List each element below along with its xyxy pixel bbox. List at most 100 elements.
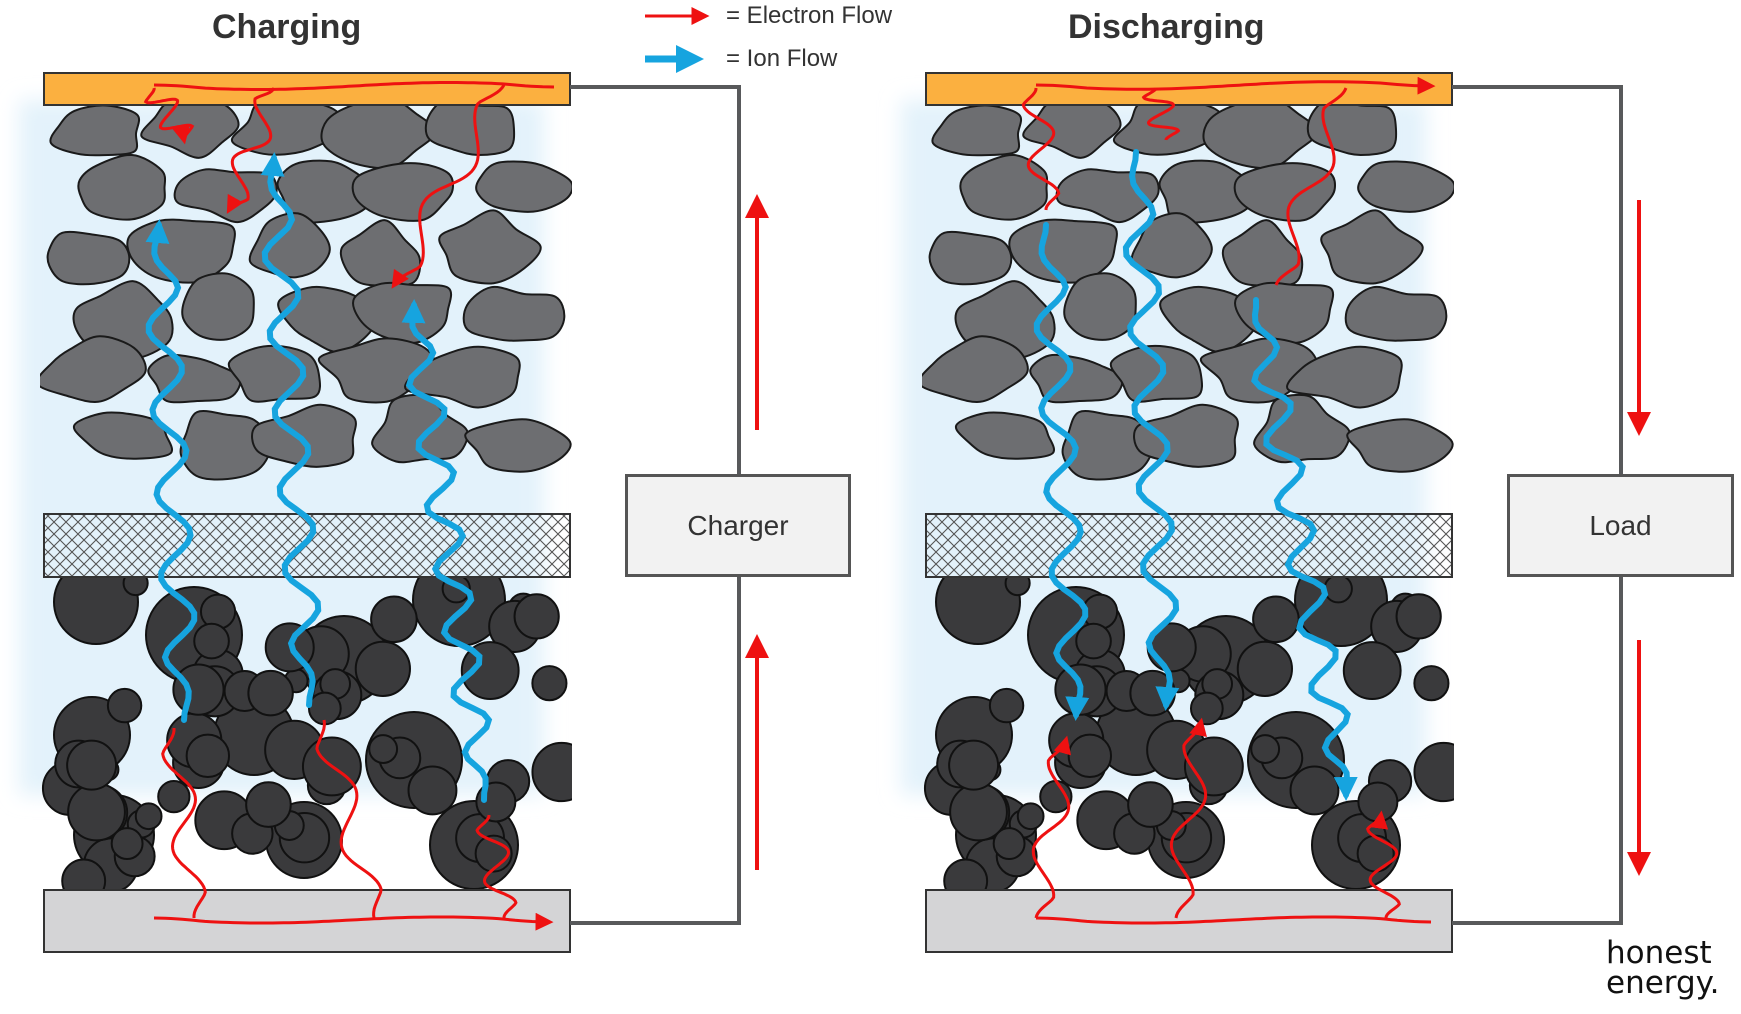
- upper-particle: [1109, 345, 1204, 403]
- upper-particle: [1253, 393, 1351, 464]
- upper-particle: [922, 335, 1029, 403]
- ion-flow-arrow: [1122, 149, 1180, 711]
- brand-line-2: energy.: [1606, 965, 1720, 1001]
- lower-particle: [988, 687, 1025, 724]
- upper-particle: [1061, 409, 1155, 481]
- legend-ion-label: = Ion Flow: [726, 45, 838, 72]
- upper-particle: [181, 272, 255, 341]
- lower-particle: [172, 663, 225, 716]
- lower-particle: [935, 577, 1021, 645]
- upper-particle: [49, 104, 141, 157]
- upper-particle: [438, 209, 542, 285]
- electron-flow-arrow: [161, 728, 207, 918]
- lower-particle: [531, 665, 568, 702]
- lower-electrode-particles: [923, 577, 1454, 889]
- lower-particle: [1289, 765, 1340, 816]
- upper-particle: [1346, 418, 1454, 473]
- upper-particle: [1063, 272, 1137, 341]
- lower-particle: [1323, 577, 1353, 604]
- electron-flow-arrow: [391, 84, 506, 289]
- electron-flow-arrow: [1366, 810, 1401, 919]
- lower-particle: [370, 595, 418, 644]
- legend-electron-label: = Electron Flow: [726, 2, 893, 29]
- lower-particle: [354, 640, 411, 697]
- upper-particle: [1133, 403, 1239, 468]
- electron-flow-arrow: [475, 814, 518, 919]
- lower-particle: [61, 858, 107, 889]
- electron-flow-arrow: [153, 912, 554, 931]
- lower-particle: [407, 765, 458, 816]
- lower-particle: [53, 577, 139, 645]
- brand-logo: honest energy.: [1606, 935, 1720, 1001]
- lower-particle: [1250, 734, 1281, 764]
- lower-particle: [1413, 741, 1454, 803]
- upper-electrode-particles: [922, 96, 1454, 481]
- lower-particle: [122, 577, 149, 597]
- external-wire: [570, 85, 741, 925]
- electron-flow-arrow: [1035, 76, 1436, 95]
- electron-flow-arrow: [1274, 87, 1348, 286]
- load-box: Load: [1507, 474, 1734, 577]
- lower-particle: [134, 802, 163, 831]
- lower-particle: [943, 858, 989, 889]
- lower-particle: [193, 622, 230, 660]
- lower-particle: [1067, 733, 1113, 779]
- upper-particle: [1357, 160, 1454, 213]
- separator: [43, 513, 571, 578]
- charging-title: Charging: [212, 8, 362, 46]
- electron-flow-arrow: [1169, 717, 1208, 919]
- lower-particle: [1183, 736, 1244, 797]
- upper-particle: [77, 153, 167, 221]
- external-wire: [1452, 85, 1623, 925]
- upper-particle: [931, 104, 1023, 157]
- ion-flow-arrow: [1251, 297, 1358, 801]
- upper-particle: [928, 230, 1013, 286]
- discharging-title: Discharging: [1068, 8, 1265, 46]
- lower-particle: [66, 739, 118, 791]
- upper-particle: [1344, 285, 1448, 342]
- separator: [925, 513, 1453, 578]
- lower-particle: [245, 781, 292, 828]
- lower-particle: [368, 734, 399, 764]
- lower-particle: [1342, 641, 1402, 701]
- lower-particle: [247, 669, 294, 717]
- lower-particle: [157, 779, 191, 814]
- electron-flow-arrow: [1141, 87, 1181, 141]
- charging-cell: [19, 72, 769, 953]
- upper-particle: [475, 160, 572, 213]
- electron-flow-arrow: [315, 719, 383, 919]
- electron-flow-arrow: [1035, 915, 1432, 925]
- lower-particle: [1016, 802, 1045, 831]
- lower-particle: [1413, 665, 1450, 702]
- upper-particle: [1233, 162, 1336, 222]
- lower-particle: [948, 739, 1000, 791]
- electron-flow-arrow: [1031, 735, 1072, 919]
- lower-particle: [992, 827, 1026, 861]
- lower-particle: [185, 733, 231, 779]
- upper-particle: [464, 418, 572, 473]
- upper-particle: [462, 285, 566, 342]
- ion-flow-arrow: [1033, 222, 1090, 721]
- discharging-cell: [901, 72, 1651, 953]
- upper-particle: [1158, 159, 1260, 224]
- upper-particle: [46, 230, 131, 286]
- electron-flow-arrow: [153, 81, 555, 91]
- brand-line-1: honest: [1606, 935, 1712, 971]
- lower-particle: [1252, 595, 1300, 644]
- upper-particle: [1286, 345, 1403, 409]
- upper-particle: [276, 159, 378, 224]
- electron-flow-arrow: [143, 87, 195, 145]
- upper-particle: [954, 411, 1056, 460]
- lower-particle: [307, 691, 342, 726]
- ion-flow-arrow: [260, 152, 322, 708]
- upper-particle: [173, 168, 278, 224]
- lower-particle: [1189, 691, 1224, 726]
- charger-box: Charger: [625, 474, 851, 577]
- upper-particle: [1320, 209, 1424, 285]
- lower-particle: [513, 593, 560, 640]
- lower-electrode-particles: [41, 577, 572, 889]
- upper-particle: [351, 162, 454, 222]
- electron-flow-arrow: [1021, 87, 1061, 211]
